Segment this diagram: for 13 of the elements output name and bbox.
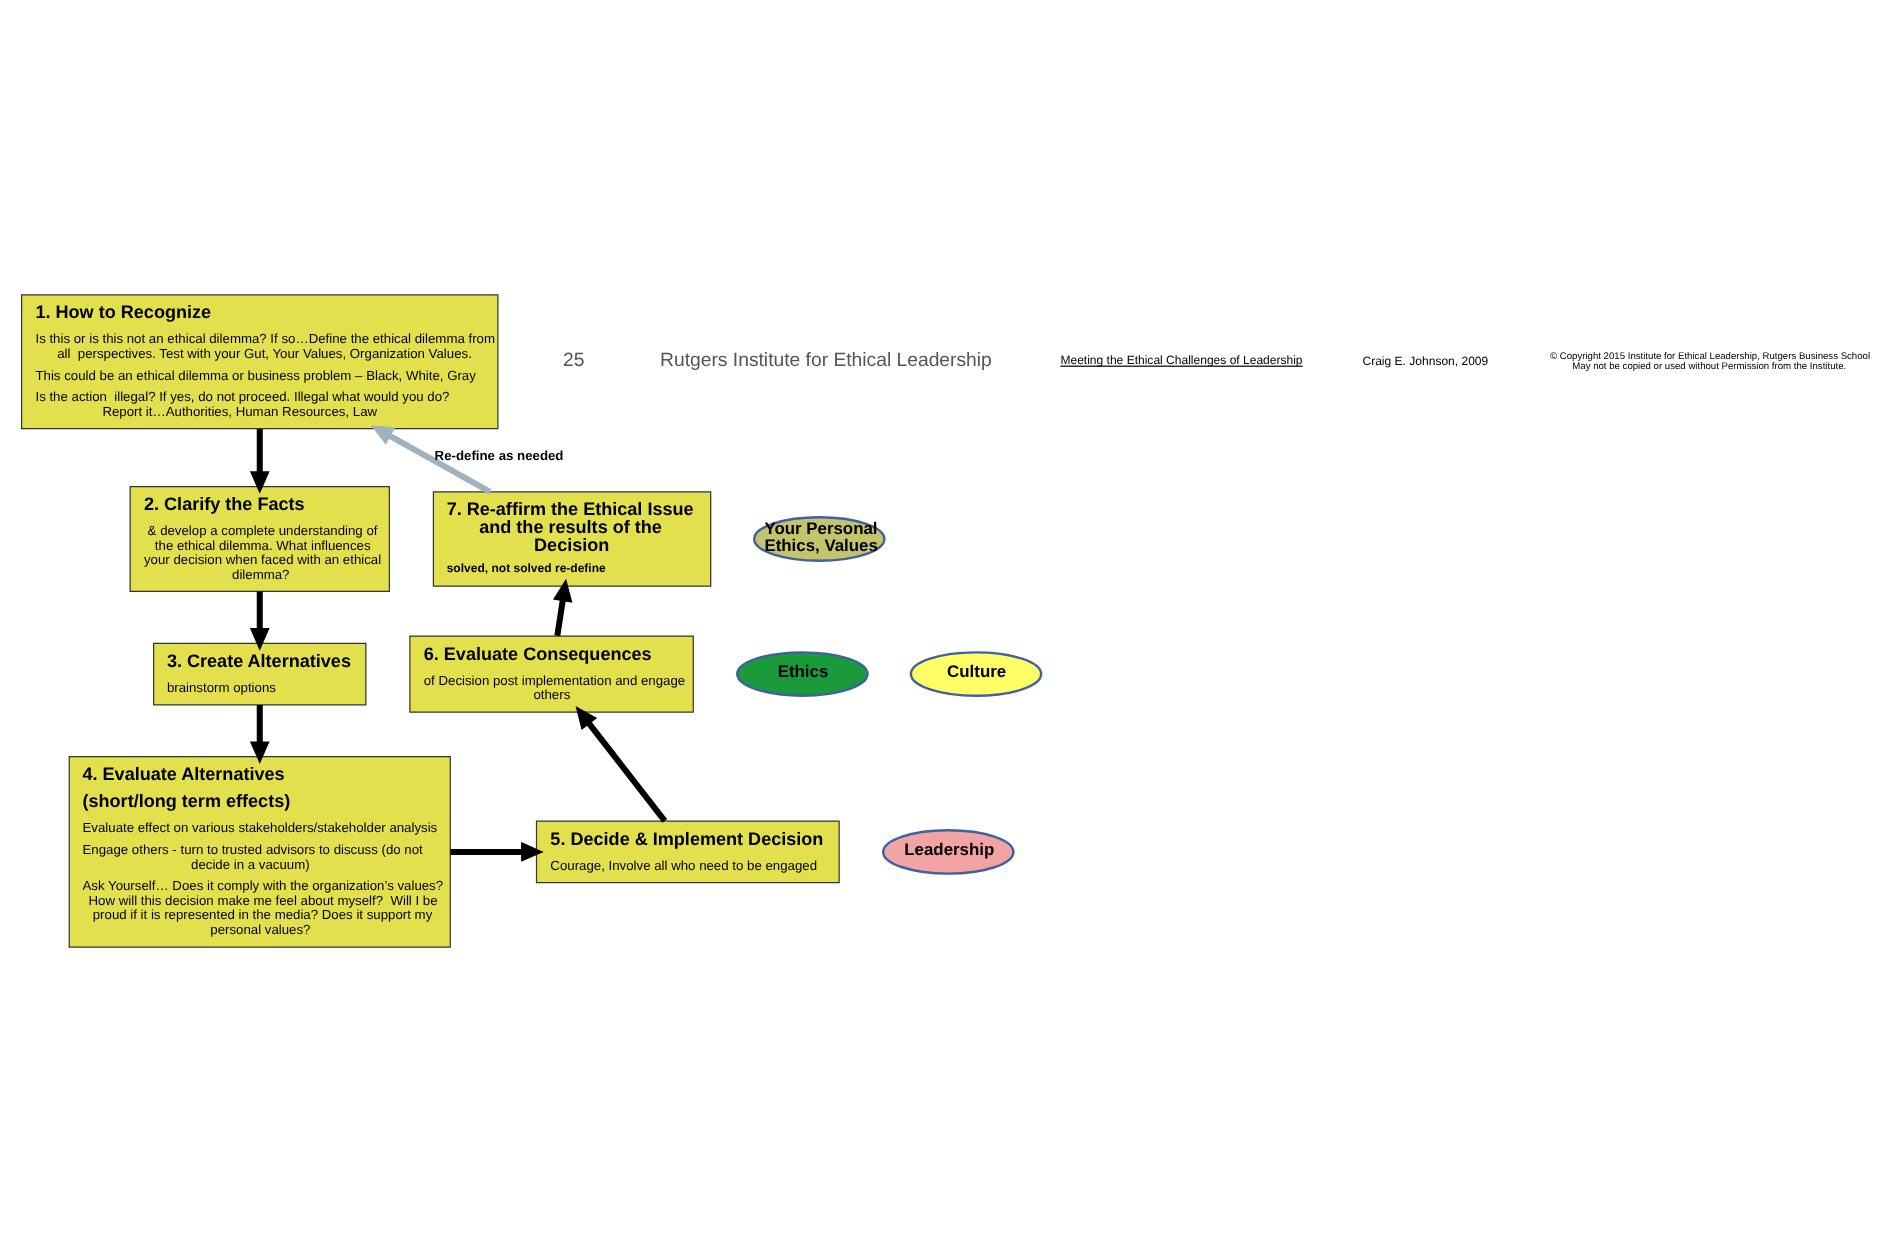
arrow [249, 704, 270, 763]
node-ellipse: Ethics [736, 650, 869, 696]
arrow [450, 841, 544, 861]
arrow [370, 424, 492, 494]
label: 25 [563, 349, 585, 372]
label: Rutgers Institute for Ethical Leadership [660, 349, 992, 372]
node-ellipse: Culture [909, 650, 1043, 696]
arrow [575, 705, 668, 822]
arrow [249, 428, 270, 493]
node-ellipse: Leadership [881, 828, 1015, 874]
node-ellipse: Your Personal Ethics, Values [752, 515, 886, 561]
arrow [249, 590, 270, 650]
arrow [552, 577, 573, 636]
